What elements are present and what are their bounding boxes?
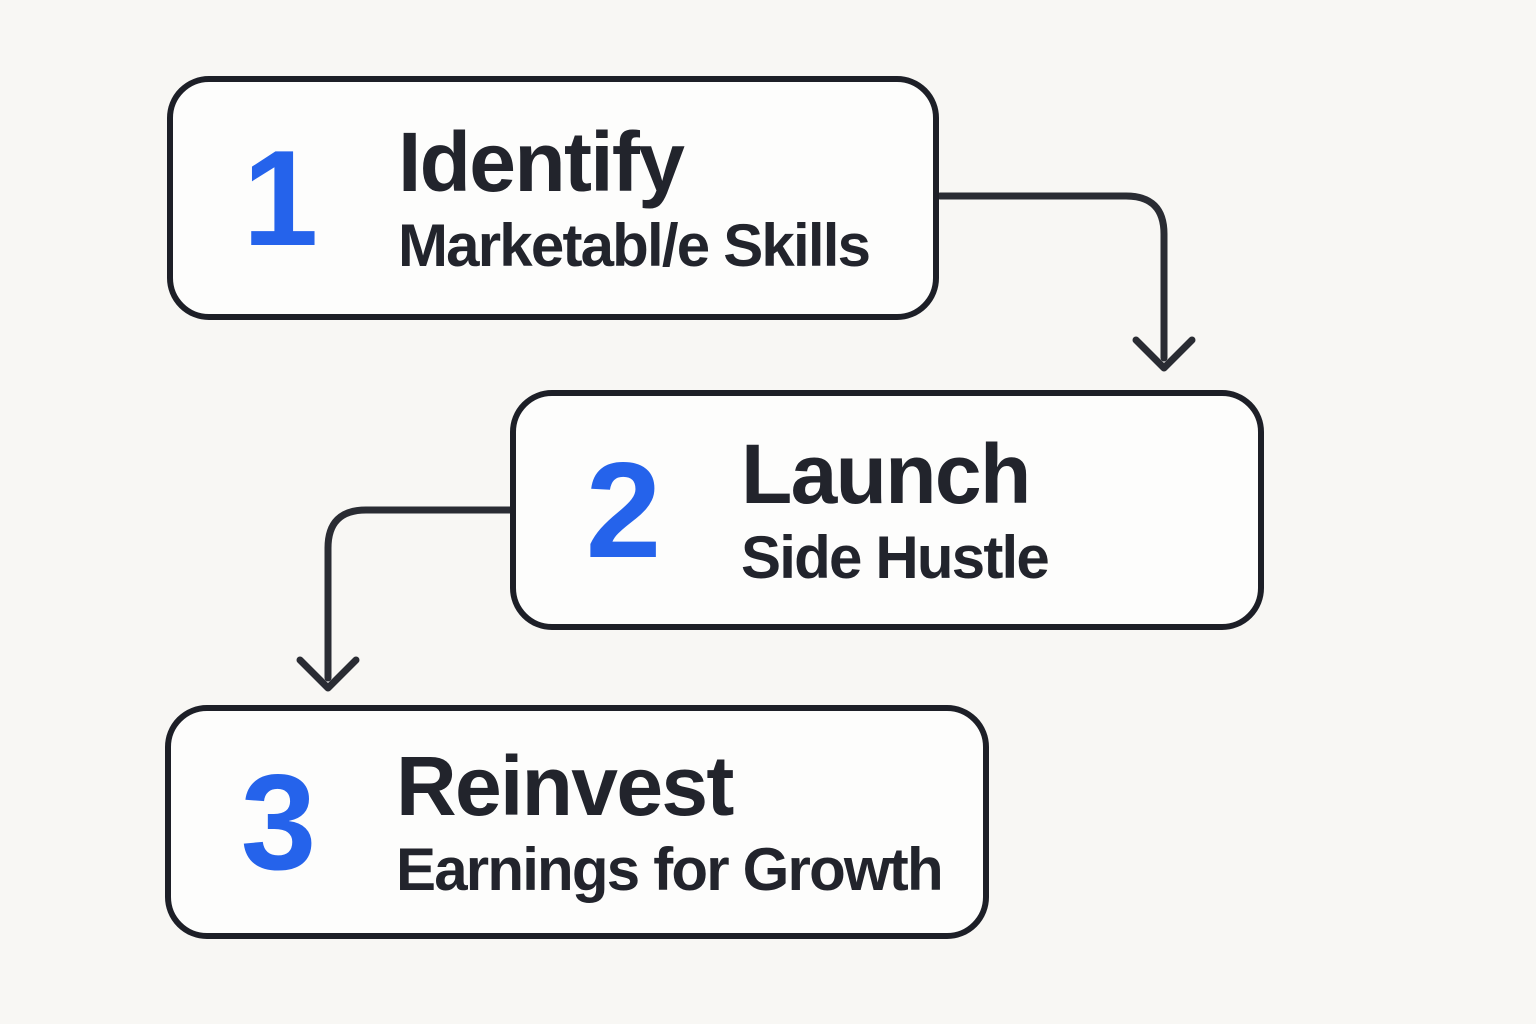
step-number-badge: 2 [585,434,662,586]
step-text-block: Identify Marketabl/e Skills [398,115,871,279]
elbow-line [936,192,1168,362]
step-number-badge: 1 [242,122,319,274]
arrowhead-down-icon [1132,336,1196,372]
step-title: Launch [741,427,1031,521]
arrow-step1-to-step2 [936,192,1196,372]
step-box-identify: 1 Identify Marketabl/e Skills [167,76,939,320]
step-box-launch: 2 Launch Side Hustle [510,390,1264,630]
step-text-block: Reinvest Earnings for Growth [396,739,944,903]
step-number-badge: 3 [240,746,317,898]
step-text-block: Launch Side Hustle [741,427,1050,591]
elbow-line [324,506,514,682]
step-subtitle: Earnings for Growth [396,836,944,903]
step-subtitle: Side Hustle [741,524,1050,591]
step-box-reinvest: 3 Reinvest Earnings for Growth [165,705,989,939]
step-title: Reinvest [396,739,734,833]
step-subtitle: Marketabl/e Skills [398,212,871,279]
step-title: Identify [398,115,685,209]
arrow-step2-to-step3 [296,506,514,692]
arrowhead-down-icon [296,656,360,692]
